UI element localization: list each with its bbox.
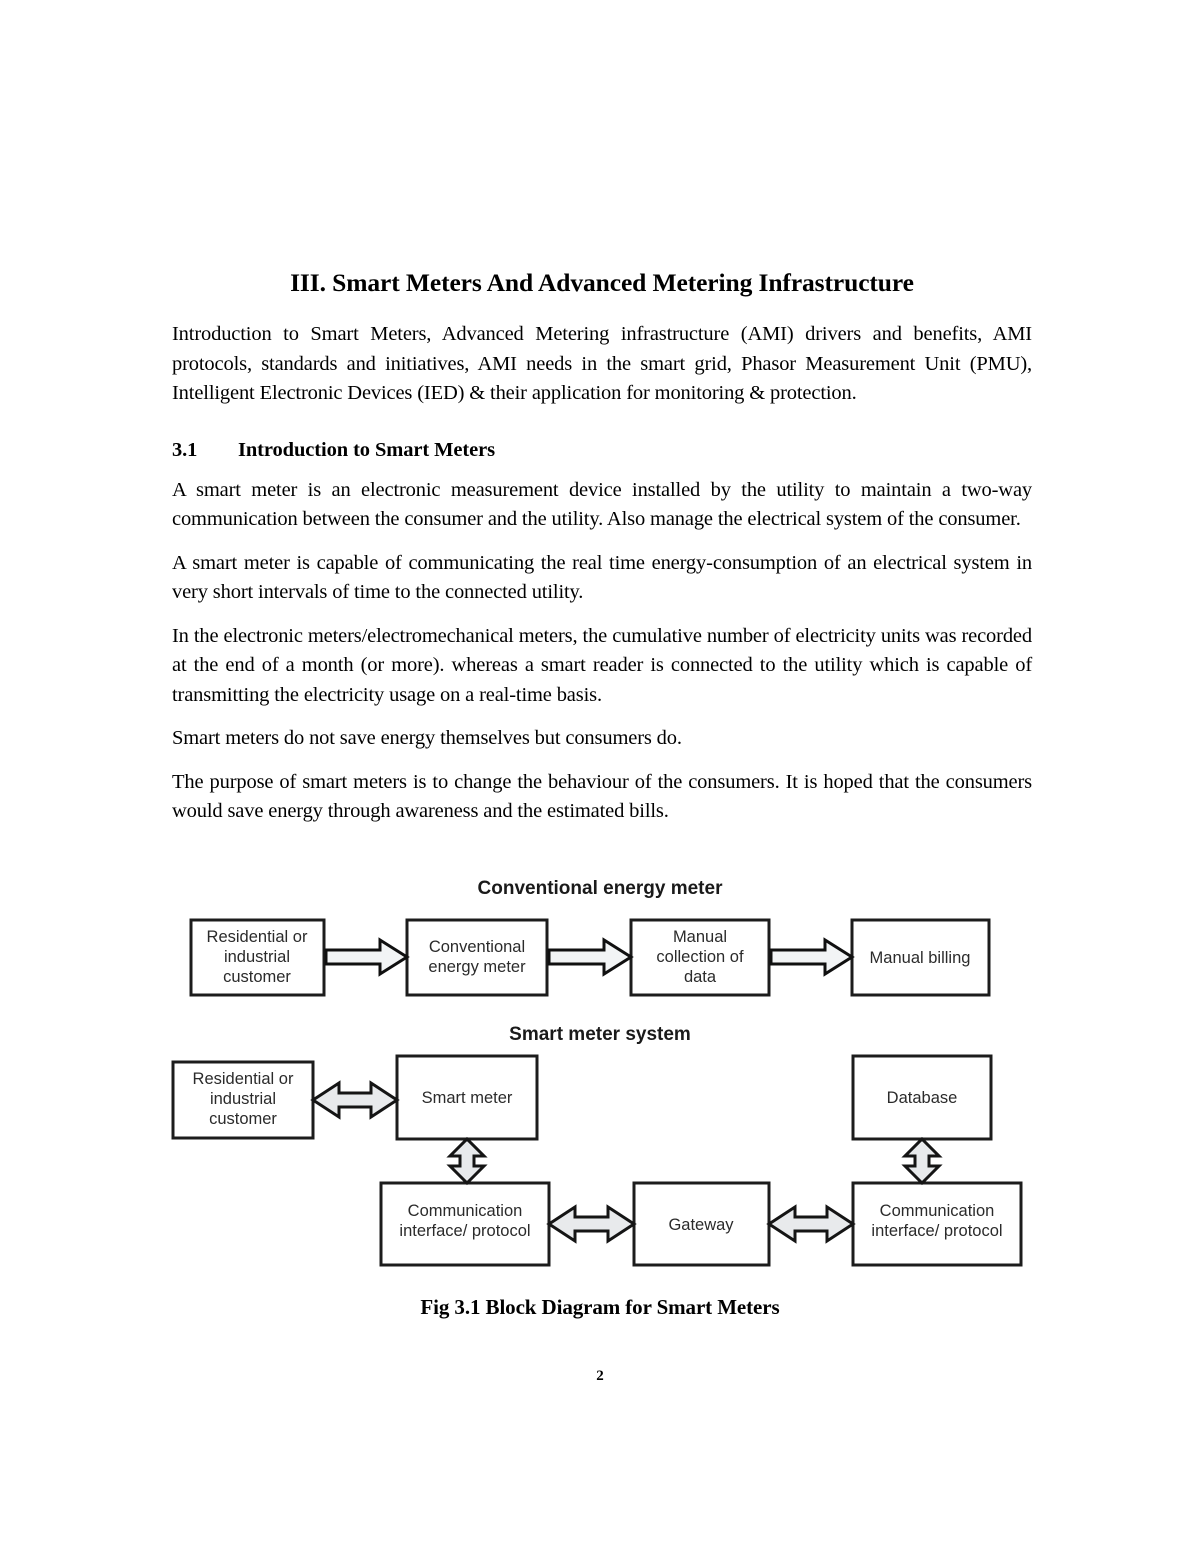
body-paragraph-2: A smart meter is capable of communicatin… (172, 551, 1032, 604)
body-paragraph-4: Smart meters do not save energy themselv… (172, 727, 682, 750)
body-paragraph-5: The purpose of smart meters is to change… (172, 770, 1032, 823)
block-label-line: Communication (880, 1202, 995, 1220)
diagram1-title: Conventional energy meter (478, 878, 724, 899)
block-label-line: industrial (224, 948, 290, 966)
block-label-line: Residential or (193, 1070, 294, 1088)
block-label-line: customer (223, 968, 291, 986)
block-gateway: Gateway (632, 1181, 771, 1267)
block-label-line: Conventional (429, 938, 525, 956)
arrow-comm-left-to-gateway (546, 1204, 637, 1244)
arrow-database-to-comm-right (901, 1136, 943, 1186)
block-manual-billing: Manual billing (850, 918, 991, 997)
figure-block-diagram: Conventional energy meter Residential or… (0, 868, 1200, 1288)
block-label-line: industrial (210, 1090, 276, 1108)
block-label-line: interface/ protocol (871, 1222, 1002, 1240)
abstract-paragraph: Introduction to Smart Meters, Advanced M… (172, 323, 1032, 405)
block-label-line: interface/ protocol (399, 1222, 530, 1240)
section-title: Introduction to Smart Meters (238, 438, 496, 461)
block-label-line: energy meter (428, 958, 526, 976)
block-residential-customer-2: Residential or industrial customer (171, 1060, 315, 1140)
block-comm-interface-right: Communication interface/ protocol (851, 1181, 1023, 1267)
block-residential-customer: Residential or industrial customer (189, 918, 326, 997)
block-label-line: Communication (408, 1202, 523, 1220)
block-label-line: collection of (656, 948, 744, 966)
block-conventional-energy-meter: Conventional energy meter (405, 918, 549, 997)
block-manual-collection-of-data: Manual collection of data (629, 918, 771, 997)
figure-caption: Fig 3.1 Block Diagram for Smart Meters (420, 1295, 780, 1319)
body-paragraph-3: In the electronic meters/electromechanic… (172, 624, 1032, 706)
block-label-line: Smart meter (422, 1089, 513, 1107)
arrow-customer-to-smart-meter (310, 1080, 400, 1120)
body-paragraph-1: A smart meter is an electronic measureme… (172, 478, 1032, 531)
page-number: 2 (596, 1368, 604, 1384)
document-content: III. Smart Meters And Advanced Metering … (172, 268, 1032, 827)
arrow-gateway-to-comm-right (766, 1204, 856, 1244)
arrow-smart-meter-to-comm-left (446, 1136, 488, 1186)
block-label-line: Gateway (668, 1216, 734, 1234)
block-label-line: Database (887, 1089, 958, 1107)
arrow-residential-to-conventional (324, 937, 410, 977)
block-label-line: Manual (673, 928, 727, 946)
block-label-line: data (684, 968, 717, 986)
block-database: Database (851, 1054, 993, 1141)
block-comm-interface-left: Communication interface/ protocol (379, 1181, 551, 1267)
section-number: 3.1 (172, 438, 198, 461)
arrow-conventional-to-manual-collection (547, 937, 634, 977)
block-label-line: customer (209, 1110, 277, 1128)
block-label-line: Residential or (207, 928, 308, 946)
page-title: III. Smart Meters And Advanced Metering … (290, 268, 914, 297)
diagram2-title: Smart meter system (509, 1024, 691, 1045)
section-heading: 3.1 Introduction to Smart Meters (172, 439, 1032, 462)
block-label-line: Manual billing (870, 949, 971, 967)
arrow-manual-collection-to-billing (769, 937, 855, 977)
block-smart-meter: Smart meter (395, 1054, 539, 1141)
